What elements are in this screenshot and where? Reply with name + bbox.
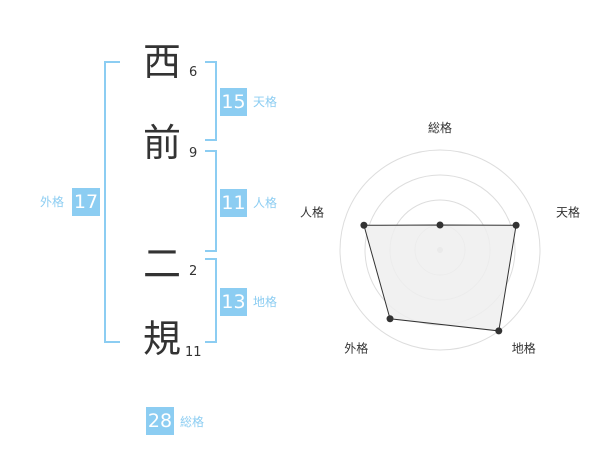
jinkaku-value: 11	[220, 189, 247, 217]
chikaku-value: 13	[220, 288, 247, 316]
radar-ring	[339, 149, 541, 351]
radar-point-4	[386, 315, 394, 323]
soukaku-label: 総格	[180, 415, 205, 429]
stroke-count-1: 6	[189, 65, 198, 80]
radar-axis-label-3: 地格	[512, 341, 536, 356]
radar-point-2	[512, 221, 520, 229]
radar-point-1	[436, 221, 444, 229]
stroke-count-4: 11	[185, 345, 202, 360]
tenkaku-label: 天格	[253, 95, 278, 109]
name-char-4: 規	[143, 317, 182, 361]
radar-point-5	[360, 221, 368, 229]
radar-axis-label-1: 総格	[428, 120, 452, 135]
name-char-3: 二	[143, 242, 182, 286]
radar-axis-label-2: 天格	[556, 204, 580, 219]
radar-area	[363, 224, 517, 332]
jinkaku-label: 人格	[253, 196, 278, 210]
jinkaku-bracket	[205, 150, 217, 252]
name-char-2: 前	[143, 121, 182, 165]
radar-ring	[364, 174, 516, 326]
chikaku-label: 地格	[253, 295, 278, 309]
soukaku-value: 28	[146, 407, 174, 435]
radar-point-3	[495, 327, 503, 335]
radar-axis-label-4: 外格	[344, 341, 368, 356]
stroke-count-2: 9	[189, 146, 198, 161]
radar-axis-label-5: 人格	[300, 204, 324, 219]
chikaku-bracket	[205, 258, 217, 343]
tenkaku-value: 15	[220, 88, 247, 116]
tenkaku-bracket	[205, 61, 217, 141]
name-char-1: 西	[143, 40, 182, 84]
stroke-count-3: 2	[189, 264, 198, 279]
gaikaku-label: 外格	[40, 195, 65, 209]
gaikaku-bracket	[104, 61, 120, 343]
gaikaku-value: 17	[72, 188, 100, 216]
